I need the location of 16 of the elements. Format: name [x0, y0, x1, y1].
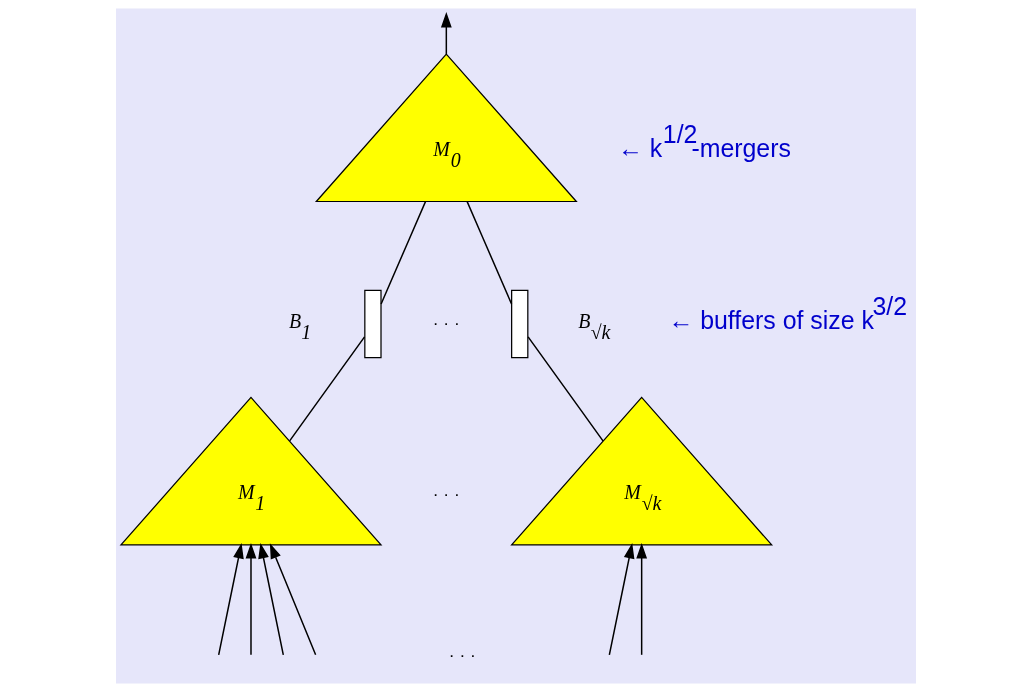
label: · · ·: [432, 484, 460, 505]
arrow: [257, 543, 284, 656]
connector: [465, 200, 512, 305]
arrow: [269, 543, 316, 656]
connector: [526, 336, 604, 442]
arrow: [635, 543, 647, 656]
node-box: [510, 289, 528, 359]
arrow: [440, 12, 452, 55]
connector: [288, 336, 365, 442]
arrow: [217, 543, 244, 656]
node-box: [363, 289, 382, 359]
arrow: [608, 543, 634, 656]
connector: [379, 200, 426, 305]
label: · · ·: [448, 644, 476, 665]
arrow: [245, 543, 256, 656]
label: · · ·: [432, 312, 460, 333]
